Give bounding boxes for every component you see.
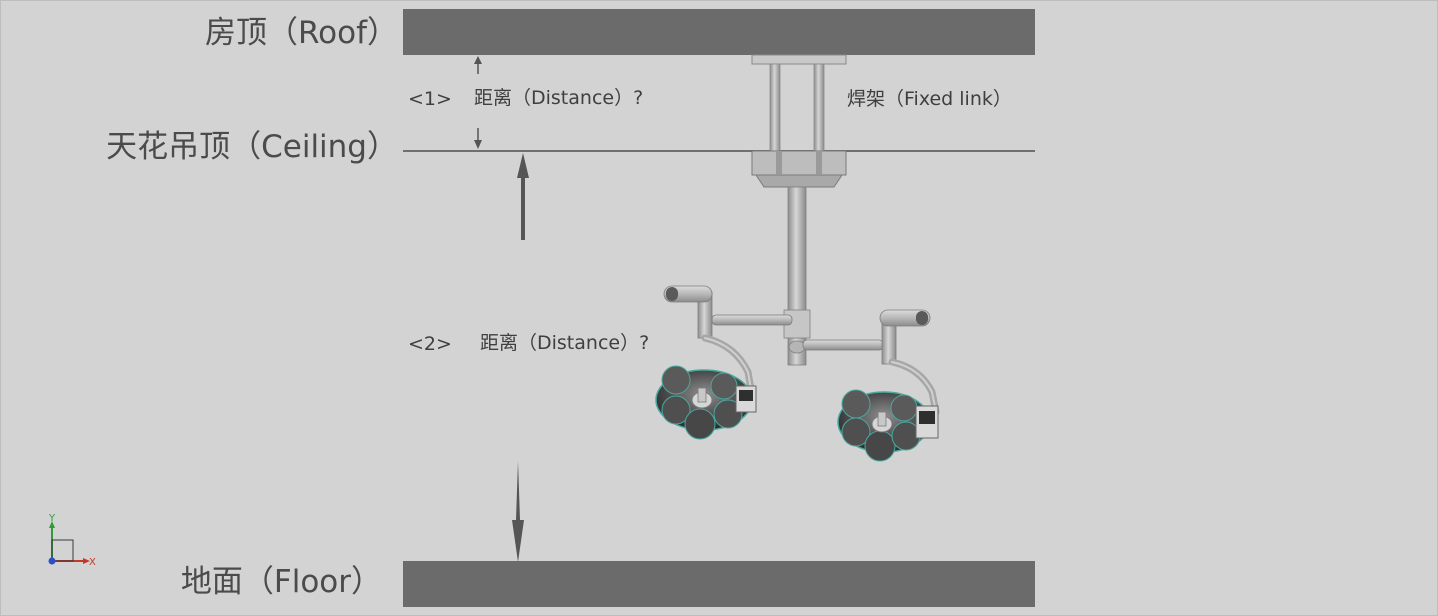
pole-bottom-cap <box>788 340 806 354</box>
fixed-link-frame <box>751 54 847 153</box>
ceiling-canopy <box>751 150 847 188</box>
axis-y-label: Y <box>48 513 56 524</box>
axis-x-label: X <box>89 557 96 568</box>
distance1-arrows <box>474 56 482 149</box>
roof-slab <box>403 9 1035 55</box>
right-arm <box>802 309 940 416</box>
axis-plane-box <box>51 539 74 562</box>
left-lamp-head <box>655 365 757 440</box>
floor-slab <box>403 561 1035 607</box>
distance1-index: <1> <box>408 88 452 110</box>
fixed-link-label: 焊架（Fixed link） <box>847 88 1012 110</box>
distance2-label: 距离（Distance）? <box>480 332 650 354</box>
axis-y-arrowhead <box>49 521 55 528</box>
distance2-index: <2> <box>408 333 452 355</box>
ceiling-label: 天花吊顶（Ceiling） <box>106 129 398 165</box>
distance2-arrows <box>512 153 529 562</box>
distance1-label: 距离（Distance）? <box>474 87 644 109</box>
left-arm <box>663 285 793 399</box>
floor-label: 地面（Floor） <box>180 564 382 600</box>
right-lamp-head <box>837 389 939 462</box>
roof-label: 房顶（Roof） <box>205 15 398 51</box>
axis-triad: Y X <box>48 513 96 568</box>
axis-z-origin <box>48 557 56 565</box>
axis-x-arrowhead <box>83 558 90 564</box>
